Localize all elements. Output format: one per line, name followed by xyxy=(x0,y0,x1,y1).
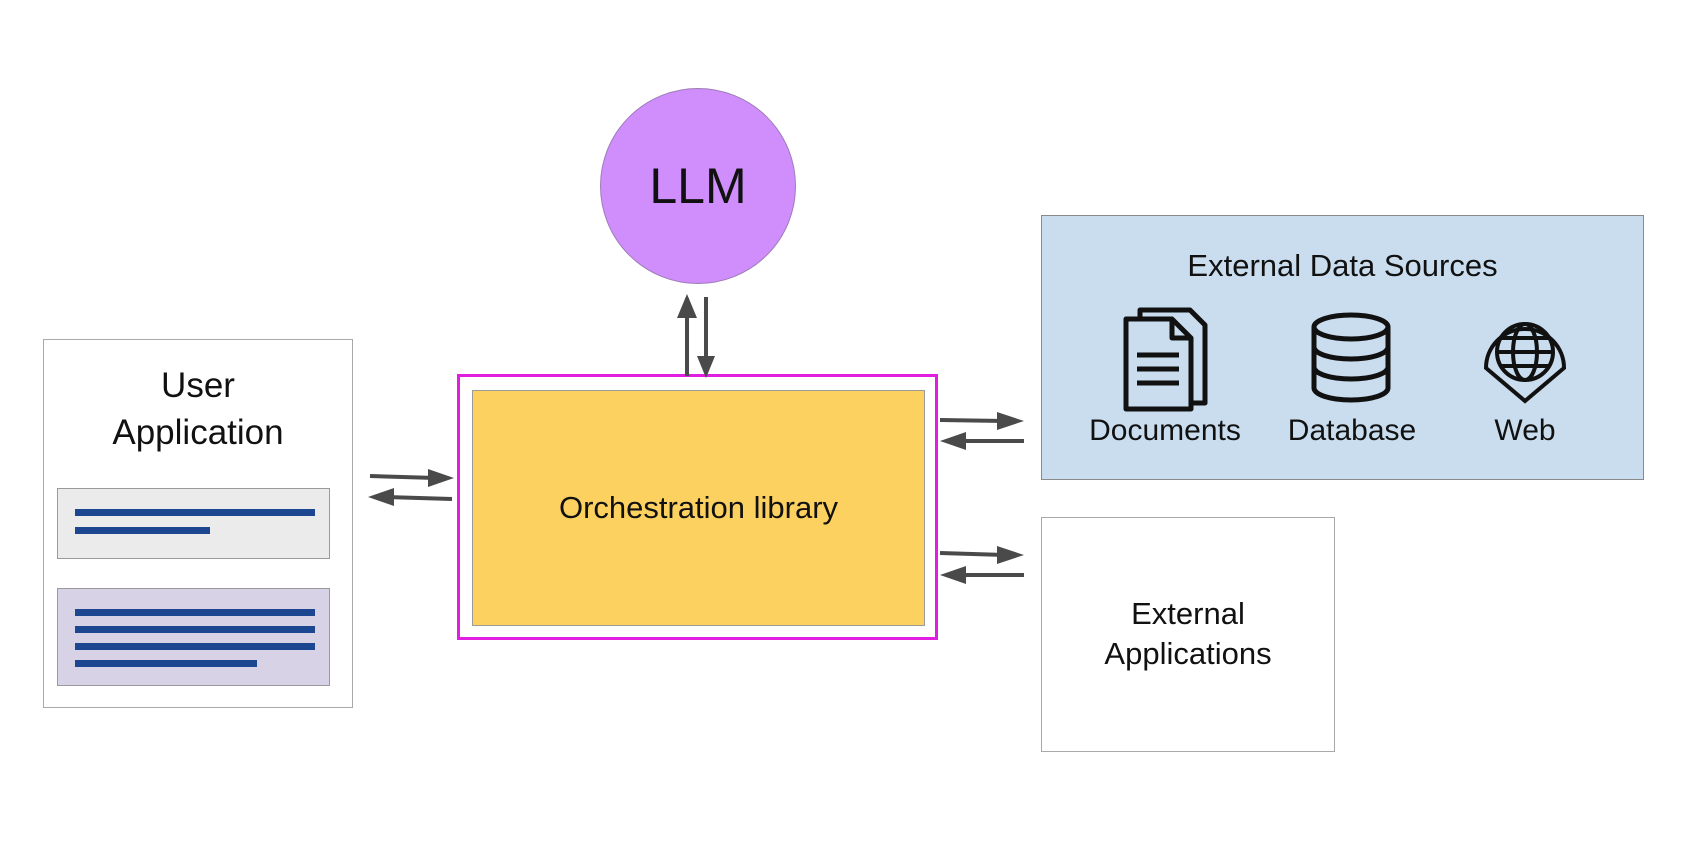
arrow-to-user-app-head xyxy=(368,488,394,506)
chat-message-response xyxy=(57,588,330,686)
database-icon xyxy=(1311,312,1391,403)
user-application-title: User Application xyxy=(112,366,284,452)
arrow-to-data-sources xyxy=(939,418,1006,423)
web-globe-icon xyxy=(1483,322,1567,404)
arrow-to-external-apps-head xyxy=(997,546,1024,564)
arrow-to-user-app xyxy=(385,495,453,501)
llm-orchestration-arrows xyxy=(677,294,715,378)
arrow-from-external-apps-head xyxy=(940,566,966,584)
arrow-up-to-llm-head xyxy=(677,294,697,318)
message-text-line xyxy=(75,609,315,616)
llm-node: LLM xyxy=(600,88,796,284)
arrow-down-from-llm-head xyxy=(697,356,715,378)
external-applications-panel xyxy=(1041,517,1335,752)
arrow-to-data-sources-head xyxy=(997,412,1024,430)
orchestration-label: Orchestration library xyxy=(558,490,839,525)
arrow-to-external-apps xyxy=(939,551,1006,557)
message-text-line xyxy=(75,527,210,534)
data-sources-arrows xyxy=(939,412,1024,450)
documents-label: Documents xyxy=(1089,414,1241,447)
arrow-to-orchestration xyxy=(369,474,437,480)
external-data-sources-title: External Data Sources xyxy=(1187,248,1498,283)
chat-message-user xyxy=(57,488,330,559)
user-orchestration-arrows xyxy=(368,469,454,506)
message-text-line xyxy=(75,643,315,650)
documents-icon xyxy=(1123,307,1208,412)
arrow-from-data-sources-head xyxy=(940,432,966,450)
llm-label: LLM xyxy=(649,158,747,214)
database-label: Database xyxy=(1287,414,1417,447)
message-text-line xyxy=(75,660,257,667)
web-label: Web xyxy=(1494,414,1556,447)
message-text-line xyxy=(75,626,315,633)
arrow-to-orchestration-head xyxy=(428,469,454,487)
message-text-line xyxy=(75,509,315,516)
external-applications-label: External Applications xyxy=(1104,596,1272,671)
external-apps-arrows xyxy=(939,546,1024,584)
orchestration-library-box: Orchestration library xyxy=(472,390,925,626)
